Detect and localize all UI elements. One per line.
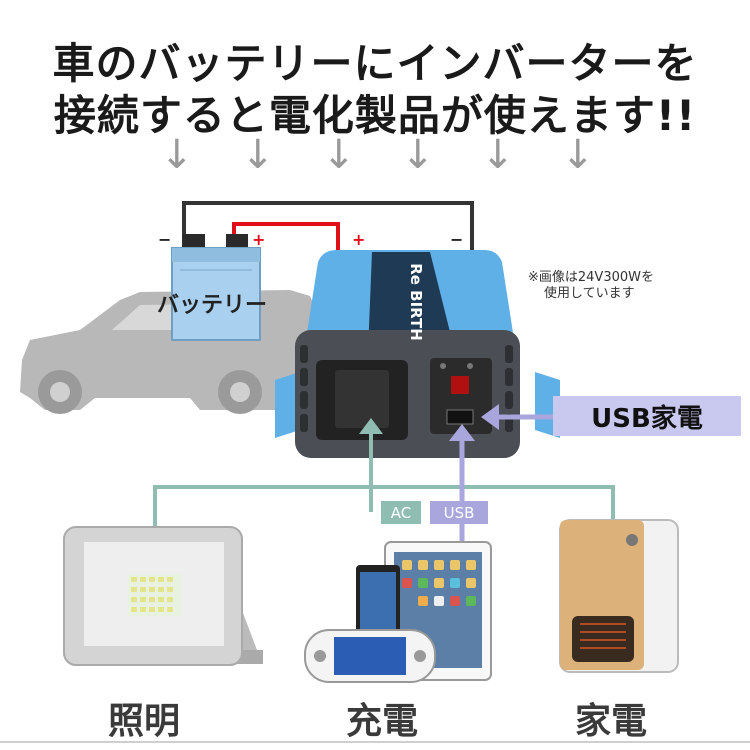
down-arrow-icon: ↓ (561, 132, 595, 178)
charging-label: 充電 (346, 701, 419, 742)
battery-plus-sign: + (252, 230, 266, 249)
usb-appliance-label: USB家電 (553, 396, 741, 436)
image-note: ※画像は24V300Wを 使用しています (528, 270, 654, 302)
down-arrow-icon: ↓ (322, 132, 356, 178)
battery-icon (171, 234, 261, 341)
battery-minus-sign: − (158, 230, 172, 249)
bottom-divider (0, 741, 750, 743)
headline-line-1: 車のバッテリーにインバーターを (52, 39, 698, 88)
usb-arrowhead-icon (481, 404, 499, 430)
inverter-minus-sign: − (450, 230, 464, 249)
down-arrow-icon: ↓ (160, 132, 194, 178)
usb-connection-lines (459, 414, 553, 542)
inverter-plus-sign: + (352, 230, 366, 249)
inverter-brand-logo: Re BIRTH (407, 263, 425, 341)
floodlight-icon (63, 526, 263, 666)
appliance-label: 家電 (575, 701, 648, 742)
down-arrow-icon: ↓ (241, 132, 275, 178)
down-arrow-icon: ↓ (481, 132, 515, 178)
ac-arrowhead-icon (359, 418, 383, 434)
note-line-2: 使用しています (544, 286, 635, 301)
ac-tag: AC (381, 501, 421, 524)
note-line-1: ※画像は24V300Wを (528, 270, 654, 285)
headline-line-2: 接続すると電化製品が使えます!! (53, 91, 697, 140)
usb-arrowhead-icon (449, 424, 475, 441)
game-handheld-icon (304, 629, 436, 683)
black-wire (182, 201, 474, 252)
usb-tag: USB (430, 501, 488, 524)
lighting-label: 照明 (108, 701, 181, 742)
ac-connection-lines (153, 430, 615, 526)
inverter-icon (275, 250, 560, 458)
battery-label: バッテリー (157, 293, 268, 318)
smartphone-icon (356, 565, 400, 647)
heater-icon (559, 519, 679, 673)
down-arrow-icon: ↓ (401, 132, 435, 178)
